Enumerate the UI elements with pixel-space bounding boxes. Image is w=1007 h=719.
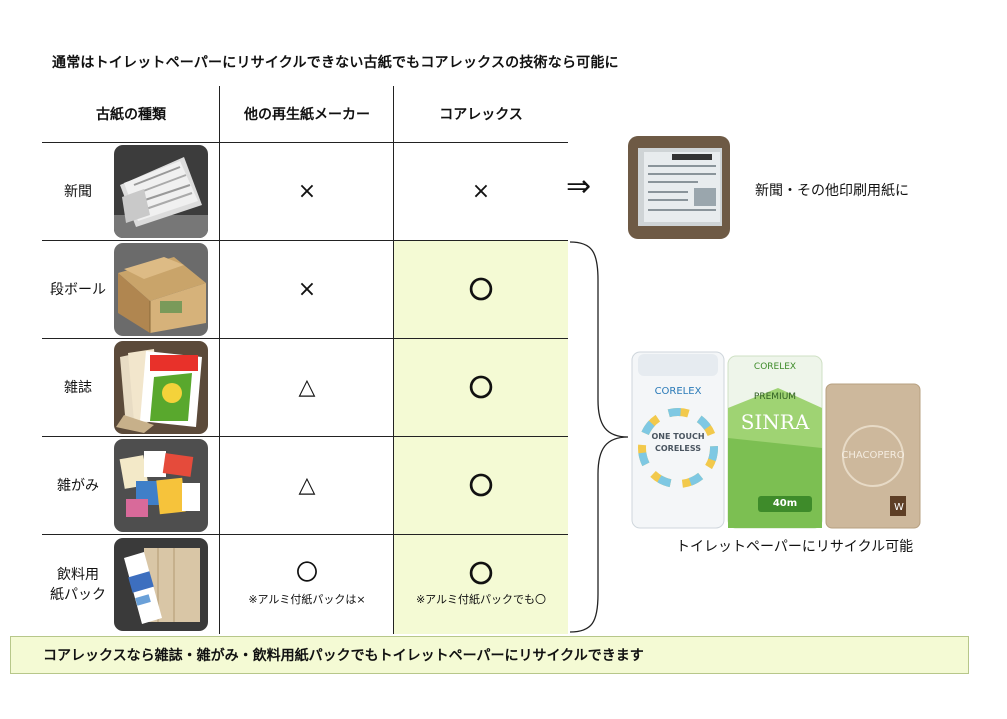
svg-text:W: W [894, 502, 904, 513]
product1-brand: CORELEX [654, 386, 702, 397]
corelex-cell: 〇 [469, 275, 493, 304]
footer-banner: コアレックスなら雑誌・雑がみ・飲料用紙パックでもトイレットペーパーにリサイクルで… [10, 636, 969, 674]
toilet-paper-products: W CORELEX ONE TOUCH CORELESS CORELEX PRE… [628, 348, 924, 532]
header-paper-type: 古紙の種類 [96, 107, 166, 123]
other-maker-cell: △ [298, 374, 316, 400]
table-row: 新聞 × × [42, 143, 568, 240]
row-label: 新聞 [64, 183, 92, 200]
product1-name-2: CORELESS [654, 444, 702, 453]
row-divider [42, 436, 568, 437]
corelex-cell: 〇 [469, 471, 493, 500]
row-divider [42, 534, 568, 535]
product1-name-1: ONE TOUCH [651, 432, 705, 441]
corelex-cell: × [471, 178, 491, 204]
product3-name: CHACOPERO [841, 450, 905, 461]
milk-carton-photo [114, 538, 208, 631]
row-divider [42, 240, 568, 241]
row-label: 段ボール [50, 281, 106, 298]
newspaper-result-caption: 新聞・その他印刷用紙に [755, 183, 909, 199]
table-row: 雑誌 △ 〇 [42, 339, 568, 436]
newspaper-stack-photo [114, 145, 208, 238]
toilet-paper-caption: トイレットペーパーにリサイクル可能 [676, 539, 914, 555]
paper-recycling-table: 古紙の種類 他の再生紙メーカー コアレックス 新聞 × × 段ボール [42, 86, 568, 634]
other-maker-cell: 〇 ※アルミ付紙パックは× [248, 560, 366, 606]
page-heading: 通常はトイレットペーパーにリサイクルできない古紙でもコアレックスの技術なら可能に [52, 55, 619, 71]
table-row: 段ボール × 〇 [42, 241, 568, 338]
header-corelex: コアレックス [439, 107, 523, 123]
product2-length: 40m [772, 498, 798, 509]
corelex-cell: 〇 [469, 373, 493, 402]
mixed-paper-photo [114, 439, 208, 532]
product2-brand: CORELEX [753, 362, 797, 372]
recycled-newspaper-photo [628, 136, 730, 239]
cardboard-boxes-photo [114, 243, 208, 336]
table-row: 雑がみ △ 〇 [42, 437, 568, 534]
right-brace-icon [569, 241, 629, 633]
right-arrow-icon: ⇒ [566, 169, 592, 204]
row-divider [42, 338, 568, 339]
table-row: 飲料用 紙パック 〇 ※アルミ付紙パックは× 〇 ※アルミ付紙パックでも〇 [42, 535, 568, 634]
other-maker-cell: × [297, 276, 317, 302]
magazines-photo [114, 341, 208, 434]
row-label: 雑がみ [57, 477, 99, 494]
product2-name: SINRA [740, 410, 810, 434]
other-maker-cell: × [297, 178, 317, 204]
row-label: 飲料用 紙パック [50, 566, 106, 603]
product2-sub: PREMIUM [753, 392, 797, 402]
row-label: 雑誌 [64, 379, 92, 396]
corelex-note: ※アルミ付紙パックでも〇 [415, 592, 547, 606]
other-maker-cell: △ [298, 472, 316, 498]
corelex-highlight [394, 241, 568, 634]
column-divider [393, 86, 394, 634]
corelex-cell: 〇 ※アルミ付紙パックでも〇 [415, 559, 547, 606]
row-divider [42, 142, 568, 143]
column-divider [219, 86, 220, 634]
other-maker-note: ※アルミ付紙パックは× [248, 592, 366, 606]
footer-text: コアレックスなら雑誌・雑がみ・飲料用紙パックでもトイレットペーパーにリサイクルで… [43, 648, 644, 664]
header-other-makers: 他の再生紙メーカー [244, 107, 370, 123]
